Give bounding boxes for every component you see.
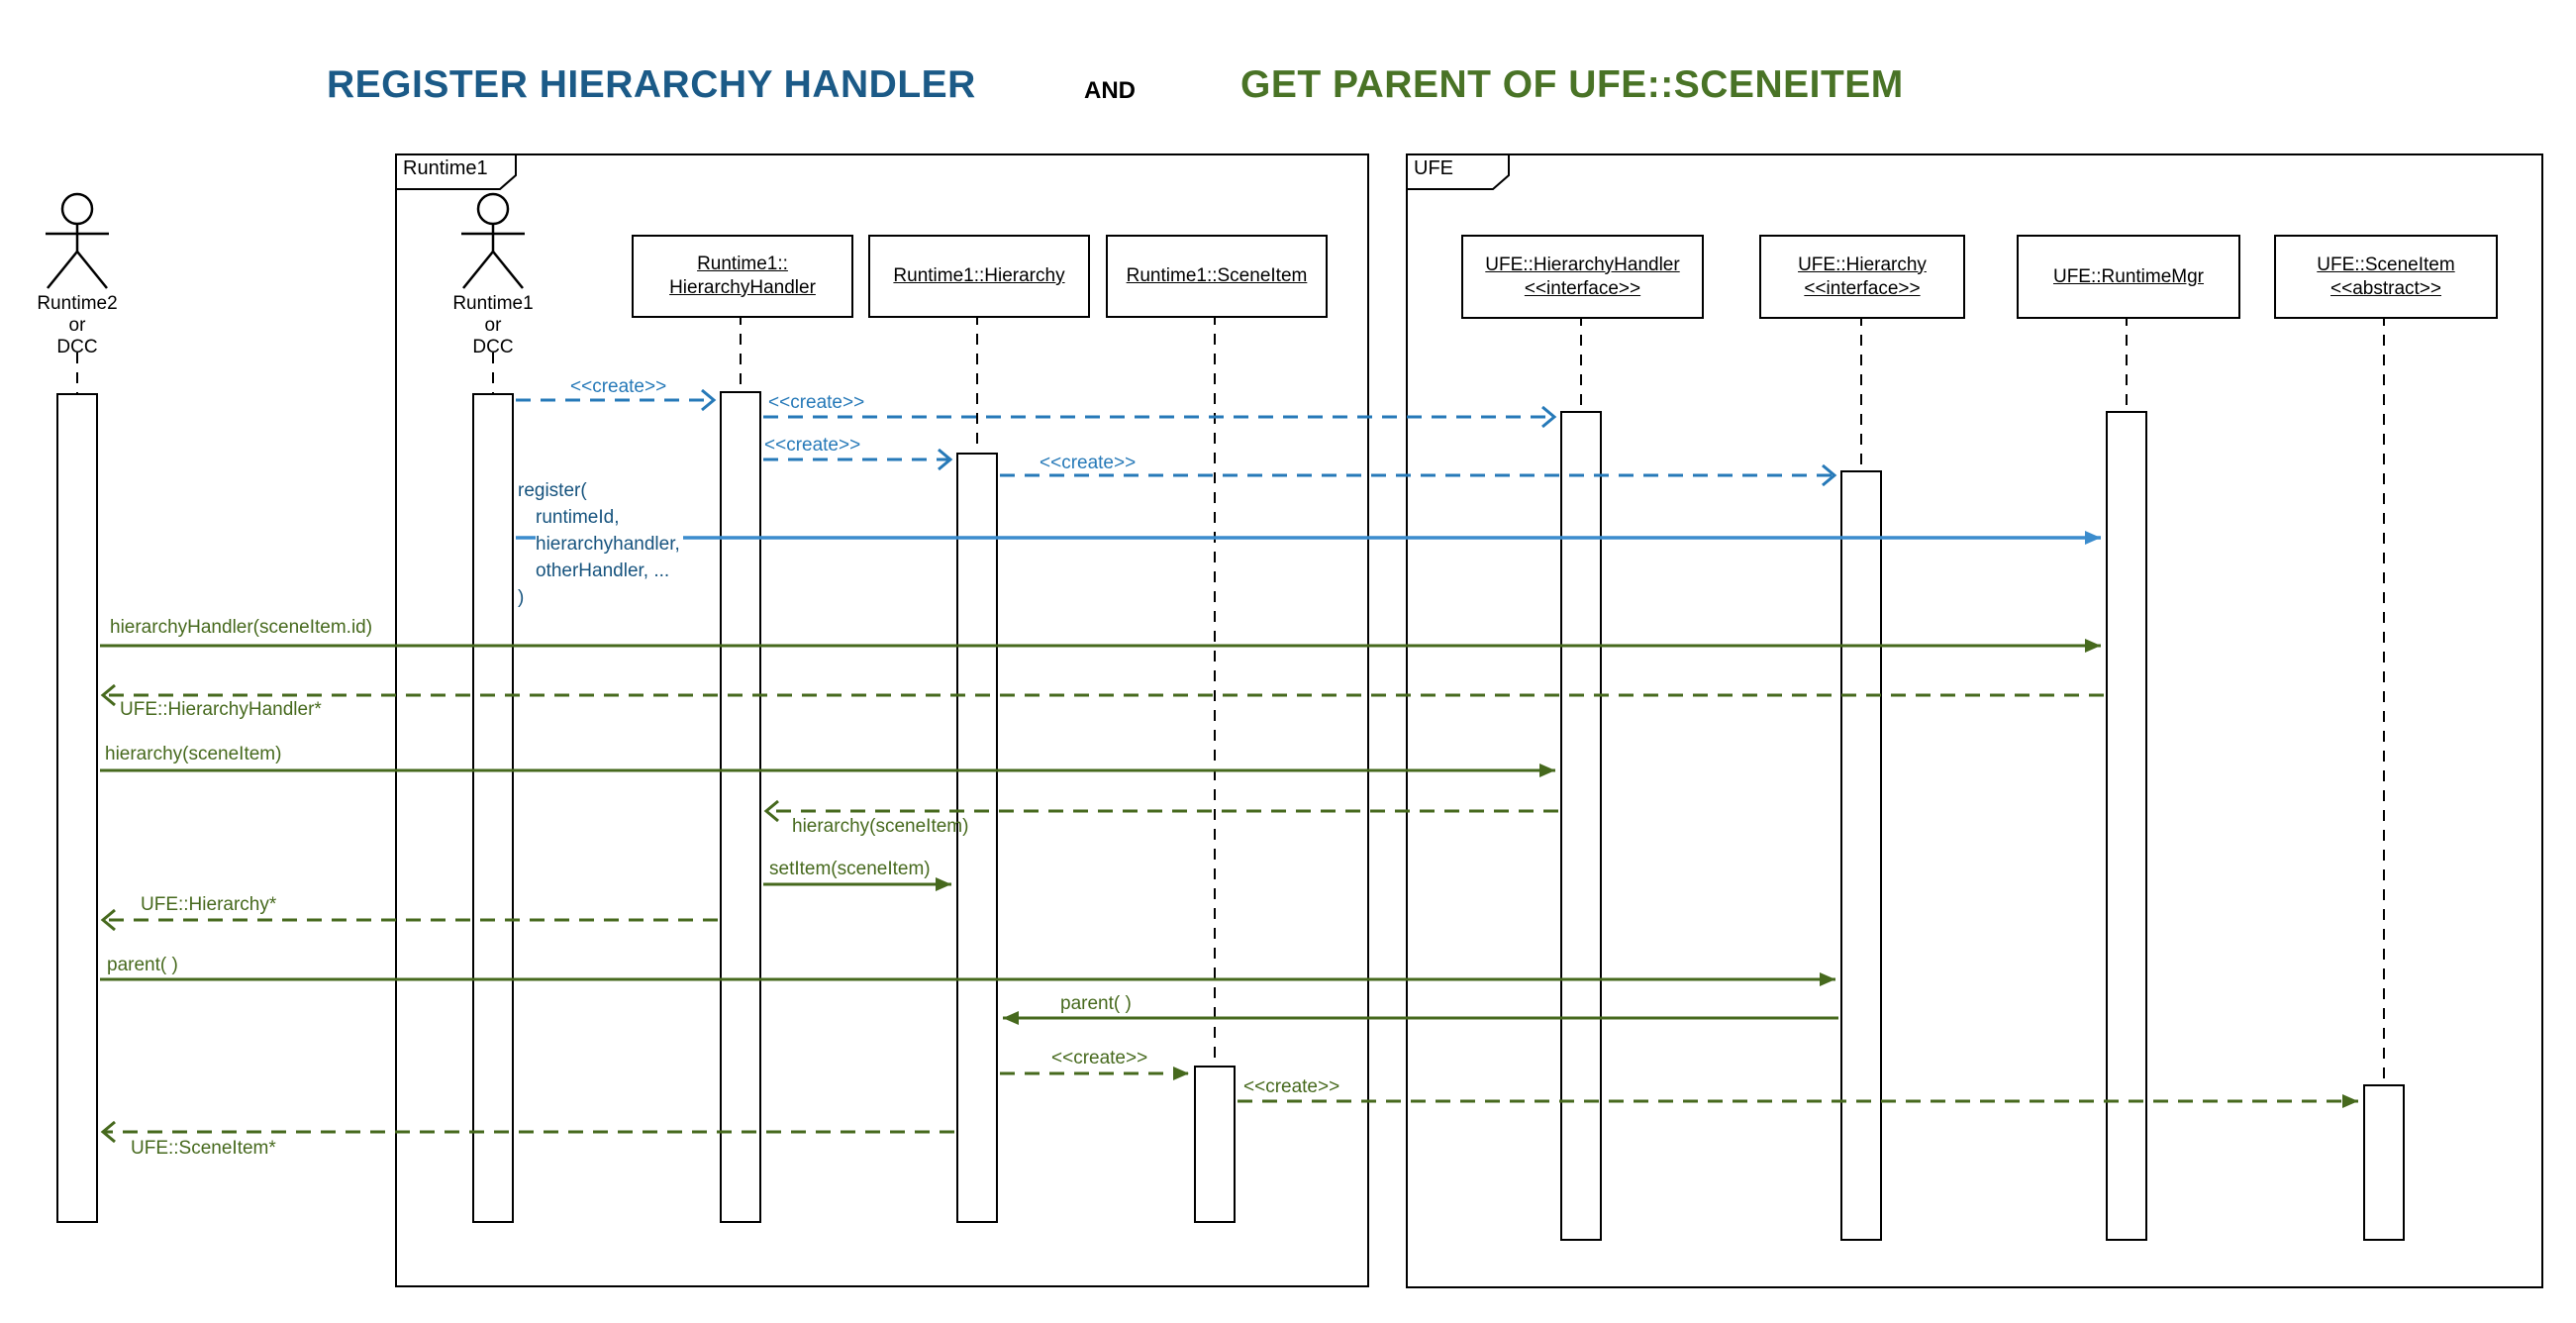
actor-runtime2-label: Runtime2 or DCC: [37, 293, 117, 358]
lifeline-name: Runtime1::SceneItem: [1126, 265, 1308, 286]
frame-ufe-tab: UFE: [1406, 153, 1511, 196]
register-line-3: hierarchyhandler,: [536, 531, 683, 558]
lifeline-head-r1-hierarchy: Runtime1::Hierarchy: [868, 235, 1090, 318]
msg-label-parent-call: parent( ): [107, 955, 178, 975]
msg-label-create-3: <<create>>: [764, 435, 861, 456]
frame-ufe: UFE: [1406, 153, 2543, 1288]
msg-label-sceneitem-return: UFE::SceneItem*: [131, 1138, 276, 1159]
actor-runtime1-line3: DCC: [472, 337, 514, 357]
activation-runtime2: [56, 393, 98, 1223]
activation-r1-sceneitem: [1194, 1066, 1236, 1223]
lifeline-stereotype: <<interface>>: [1804, 277, 1921, 299]
register-line-1: register(: [518, 477, 590, 504]
activation-ufe-hierarchy: [1840, 470, 1882, 1241]
msg-label-register: register( runtimeId, hierarchyhandler, o…: [518, 477, 683, 611]
msg-label-create-4: <<create>>: [1040, 453, 1137, 473]
lifeline-name: UFE::Hierarchy: [1798, 254, 1927, 275]
msg-label-hierarchy-return: UFE::Hierarchy*: [141, 894, 277, 915]
lifeline-name: Runtime1::Hierarchy: [893, 265, 1065, 286]
msg-label-hierarchyhandler-return: UFE::HierarchyHandler*: [120, 699, 322, 720]
actor-runtime1-line2: or: [484, 315, 502, 336]
diagram-title-and: AND: [1084, 77, 1136, 104]
frame-tab-shape: [395, 153, 517, 190]
msg-label-setitem: setItem(sceneItem): [769, 859, 931, 879]
lifeline-stereotype: <<abstract>>: [2330, 277, 2441, 299]
lifeline-head-r1-hierarchyhandler: Runtime1:: HierarchyHandler: [632, 235, 853, 318]
lifeline-name: HierarchyHandler: [669, 277, 816, 298]
lifeline-name: UFE::HierarchyHandler: [1485, 254, 1680, 275]
lifeline-stereotype: <<interface>>: [1524, 277, 1641, 299]
frame-runtime1: Runtime1: [395, 153, 1369, 1287]
activation-ufe-hierarchyhandler: [1560, 411, 1602, 1241]
msg-label-hierarchy-forward: hierarchy(sceneItem): [792, 816, 969, 837]
actor-runtime2-line2: or: [68, 315, 86, 336]
activation-ufe-sceneitem: [2363, 1084, 2405, 1241]
msg-label-create-5: <<create>>: [1051, 1048, 1148, 1069]
actor-runtime1-label: Runtime1 or DCC: [452, 293, 533, 358]
actor-runtime2-figure: [46, 192, 109, 289]
msg-label-create-2: <<create>>: [768, 392, 865, 413]
frame-ufe-label: UFE: [1414, 157, 1453, 179]
frame-runtime1-tab: Runtime1: [395, 153, 518, 196]
actor-runtime1-figure: [461, 192, 525, 289]
diagram-title-register: REGISTER HIERARCHY HANDLER: [327, 63, 976, 106]
register-line-4: otherHandler, ...: [536, 558, 673, 584]
register-line-5: ): [518, 584, 528, 611]
lifeline-name: UFE::SceneItem: [2317, 254, 2455, 275]
msg-label-create-1: <<create>>: [570, 376, 667, 397]
lifeline-head-ufe-hierarchyhandler: UFE::HierarchyHandler <<interface>>: [1461, 235, 1704, 319]
msg-label-hierarchy-call: hierarchy(sceneItem): [105, 744, 282, 764]
frame-runtime1-label: Runtime1: [403, 157, 488, 179]
lifeline-head-ufe-sceneitem: UFE::SceneItem <<abstract>>: [2274, 235, 2498, 319]
msg-label-create-6: <<create>>: [1243, 1076, 1340, 1097]
lifeline-name: UFE::RuntimeMgr: [2052, 265, 2205, 287]
actor-runtime2-line3: DCC: [56, 337, 98, 357]
actor-runtime1-line1: Runtime1: [452, 293, 534, 314]
msg-label-parent-forward: parent( ): [1060, 993, 1132, 1014]
lifeline-head-r1-sceneitem: Runtime1::SceneItem: [1106, 235, 1328, 318]
register-line-2: runtimeId,: [536, 504, 623, 531]
activation-runtime1-actor: [472, 393, 514, 1223]
activation-r1-hierarchyhandler: [720, 391, 761, 1223]
msg-label-hierarchyhandler-call: hierarchyHandler(sceneItem.id): [110, 617, 373, 638]
actor-runtime2-line1: Runtime2: [37, 293, 118, 314]
diagram-title-get-parent: GET PARENT OF UFE::SCENEITEM: [1240, 63, 1904, 106]
frame-tab-shape: [1406, 153, 1510, 190]
activation-ufe-runtimemgr: [2106, 411, 2147, 1241]
lifeline-head-ufe-hierarchy: UFE::Hierarchy <<interface>>: [1759, 235, 1965, 319]
activation-r1-hierarchy: [956, 453, 998, 1223]
lifeline-name: Runtime1::: [697, 254, 788, 274]
lifeline-head-ufe-runtimemgr: UFE::RuntimeMgr: [2017, 235, 2240, 319]
